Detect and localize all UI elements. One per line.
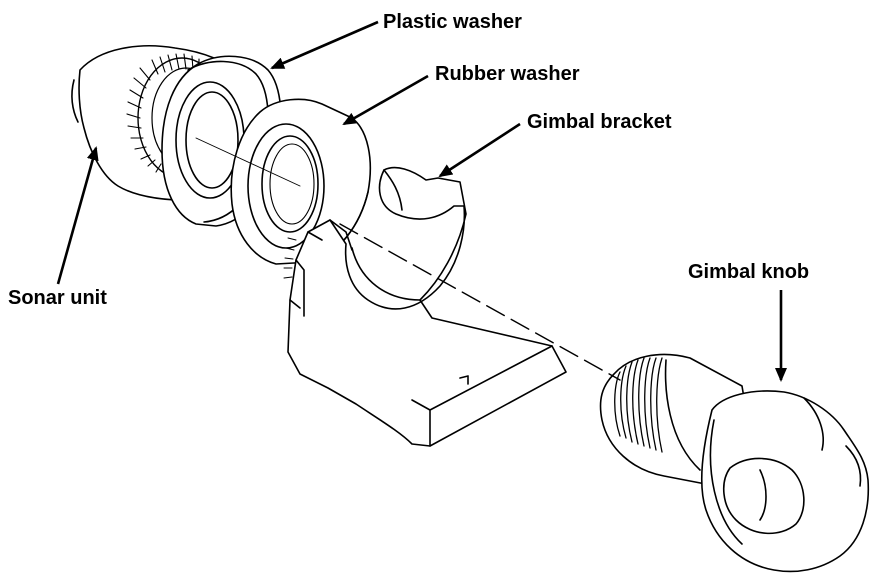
gimbal-bracket-arrow <box>438 122 521 178</box>
gimbal-knob-part <box>599 353 870 573</box>
plastic-washer-label: Plastic washer <box>383 11 522 33</box>
gimbal-bracket-label: Gimbal bracket <box>527 111 672 133</box>
rubber-washer-part <box>230 98 372 265</box>
gimbal-knob-label: Gimbal knob <box>688 261 810 283</box>
assembly-axis-line <box>339 223 621 381</box>
rubber-washer-arrow <box>342 74 429 126</box>
sonar-unit-label: Sonar unit <box>8 287 107 309</box>
sonar-unit-arrow <box>56 146 99 285</box>
gimbal-bracket-part <box>283 166 567 447</box>
rubber-washer-label: Rubber washer <box>435 63 580 85</box>
plastic-washer-arrow <box>270 20 379 70</box>
axis-line-inner <box>195 137 301 187</box>
